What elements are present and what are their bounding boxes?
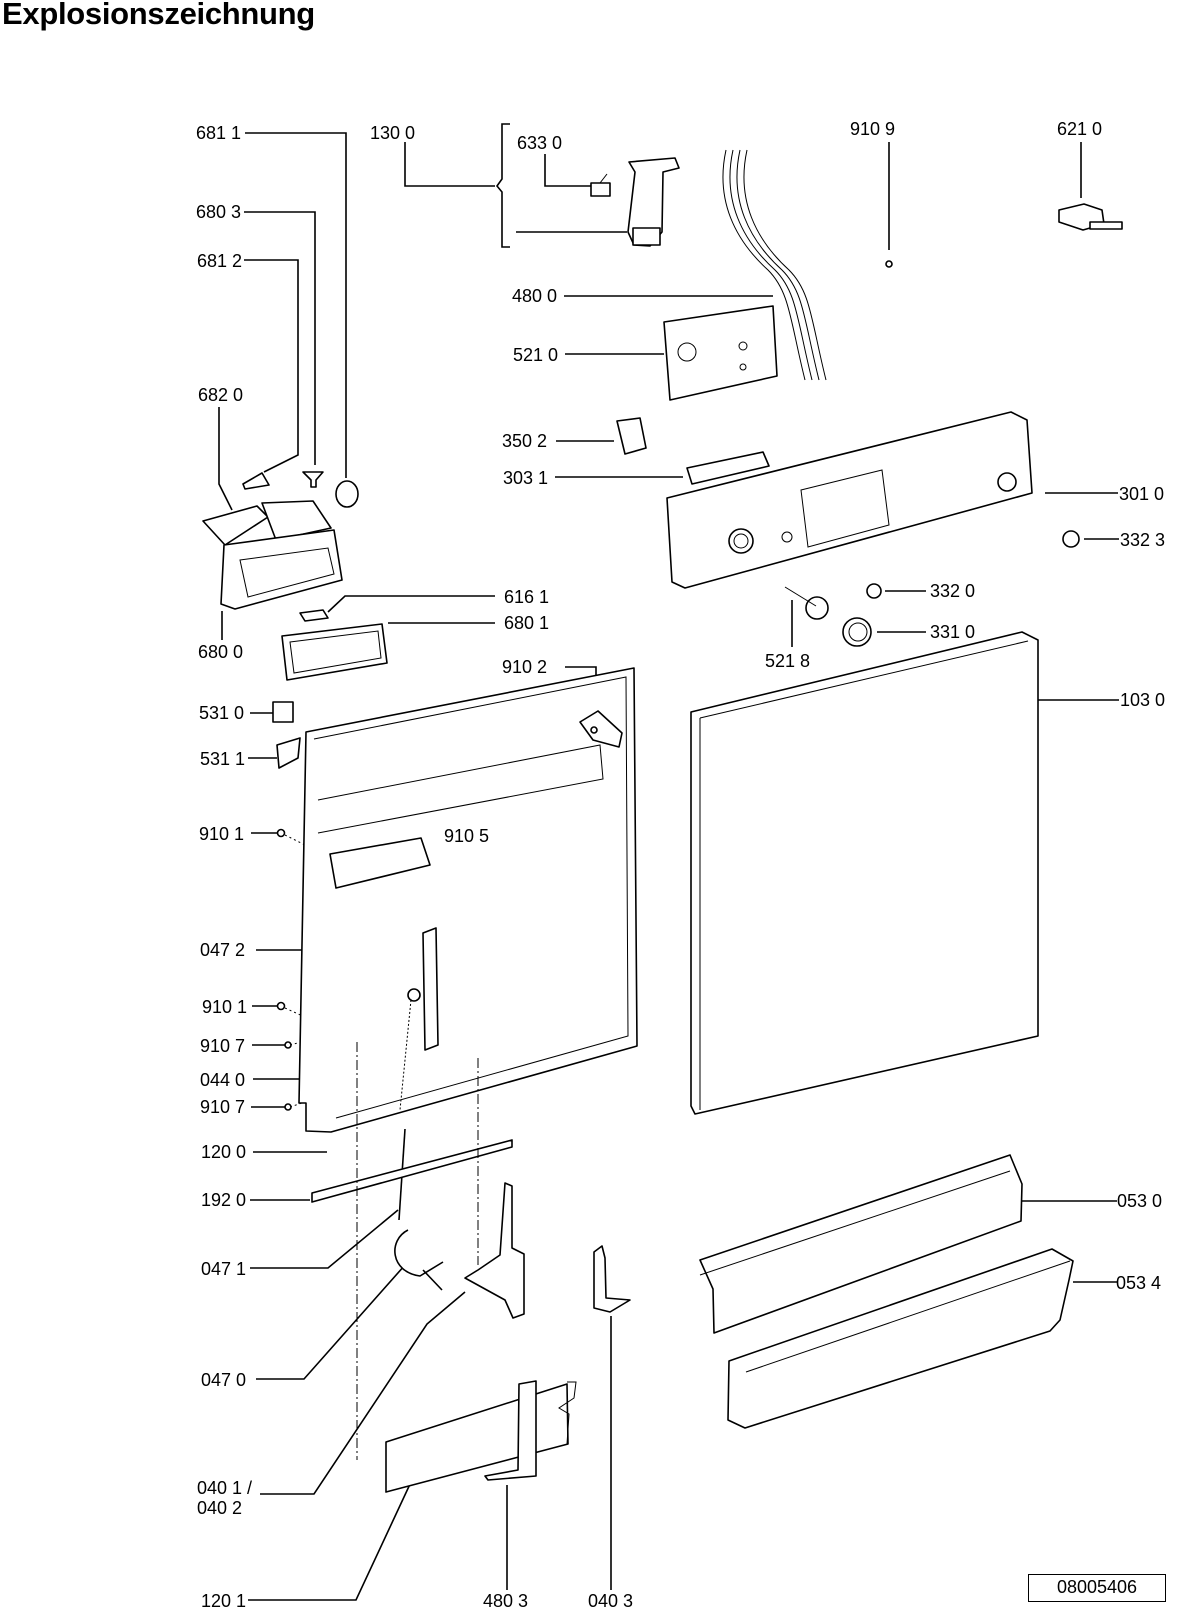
leader-lines bbox=[218, 123, 1119, 1601]
part-label: 192 0 bbox=[201, 1190, 246, 1210]
page-title: Explosionszeichnung bbox=[2, 0, 315, 31]
part-label: 350 2 bbox=[502, 431, 547, 451]
parts-art bbox=[202, 149, 1123, 1493]
part-label: 053 4 bbox=[1116, 1273, 1161, 1293]
part-label: 680 3 bbox=[196, 202, 241, 222]
part-label: 331 0 bbox=[930, 622, 975, 642]
part-label: 521 0 bbox=[513, 345, 558, 365]
part-label: 047 1 bbox=[201, 1259, 246, 1279]
part-label: 680 1 bbox=[504, 613, 549, 633]
part-label: 047 2 bbox=[200, 940, 245, 960]
part-label: 616 1 bbox=[504, 587, 549, 607]
part-label: 910 5 bbox=[444, 826, 489, 846]
part-label: 681 2 bbox=[197, 251, 242, 271]
part-label: 910 7 bbox=[200, 1036, 245, 1056]
part-label: 910 7 bbox=[200, 1097, 245, 1117]
part-label: 521 8 bbox=[765, 651, 810, 671]
part-label: 130 0 bbox=[370, 123, 415, 143]
part-label: 480 0 bbox=[512, 286, 557, 306]
part-label: 680 0 bbox=[198, 642, 243, 662]
part-label: 480 3 bbox=[483, 1591, 528, 1609]
part-label: 040 1 / bbox=[197, 1478, 252, 1498]
part-label: 040 2 bbox=[197, 1498, 242, 1518]
part-label: 303 1 bbox=[503, 468, 548, 488]
part-label: 531 0 bbox=[199, 703, 244, 723]
part-label: 053 0 bbox=[1117, 1191, 1162, 1211]
part-label: 621 0 bbox=[1057, 119, 1102, 139]
part-label: 120 1 bbox=[201, 1591, 246, 1609]
part-label: 044 0 bbox=[200, 1070, 245, 1090]
part-label: 103 0 bbox=[1120, 690, 1165, 710]
part-label: 682 0 bbox=[198, 385, 243, 405]
part-label: 531 1 bbox=[200, 749, 245, 769]
part-label: 040 3 bbox=[588, 1591, 633, 1609]
part-label: 120 0 bbox=[201, 1142, 246, 1162]
part-label: 047 0 bbox=[201, 1370, 246, 1390]
part-label: 910 1 bbox=[199, 824, 244, 844]
part-labels: 681 1 130 0 633 0 910 9 621 0 680 3 681 … bbox=[196, 119, 1165, 1609]
part-label: 332 0 bbox=[930, 581, 975, 601]
part-label: 910 9 bbox=[850, 119, 895, 139]
part-label: 910 1 bbox=[202, 997, 247, 1017]
part-label: 301 0 bbox=[1119, 484, 1164, 504]
part-label: 681 1 bbox=[196, 123, 241, 143]
part-label: 633 0 bbox=[517, 133, 562, 153]
part-label: 332 3 bbox=[1120, 530, 1165, 550]
part-label: 910 2 bbox=[502, 657, 547, 677]
document-id-box: 08005406 bbox=[1028, 1574, 1166, 1602]
